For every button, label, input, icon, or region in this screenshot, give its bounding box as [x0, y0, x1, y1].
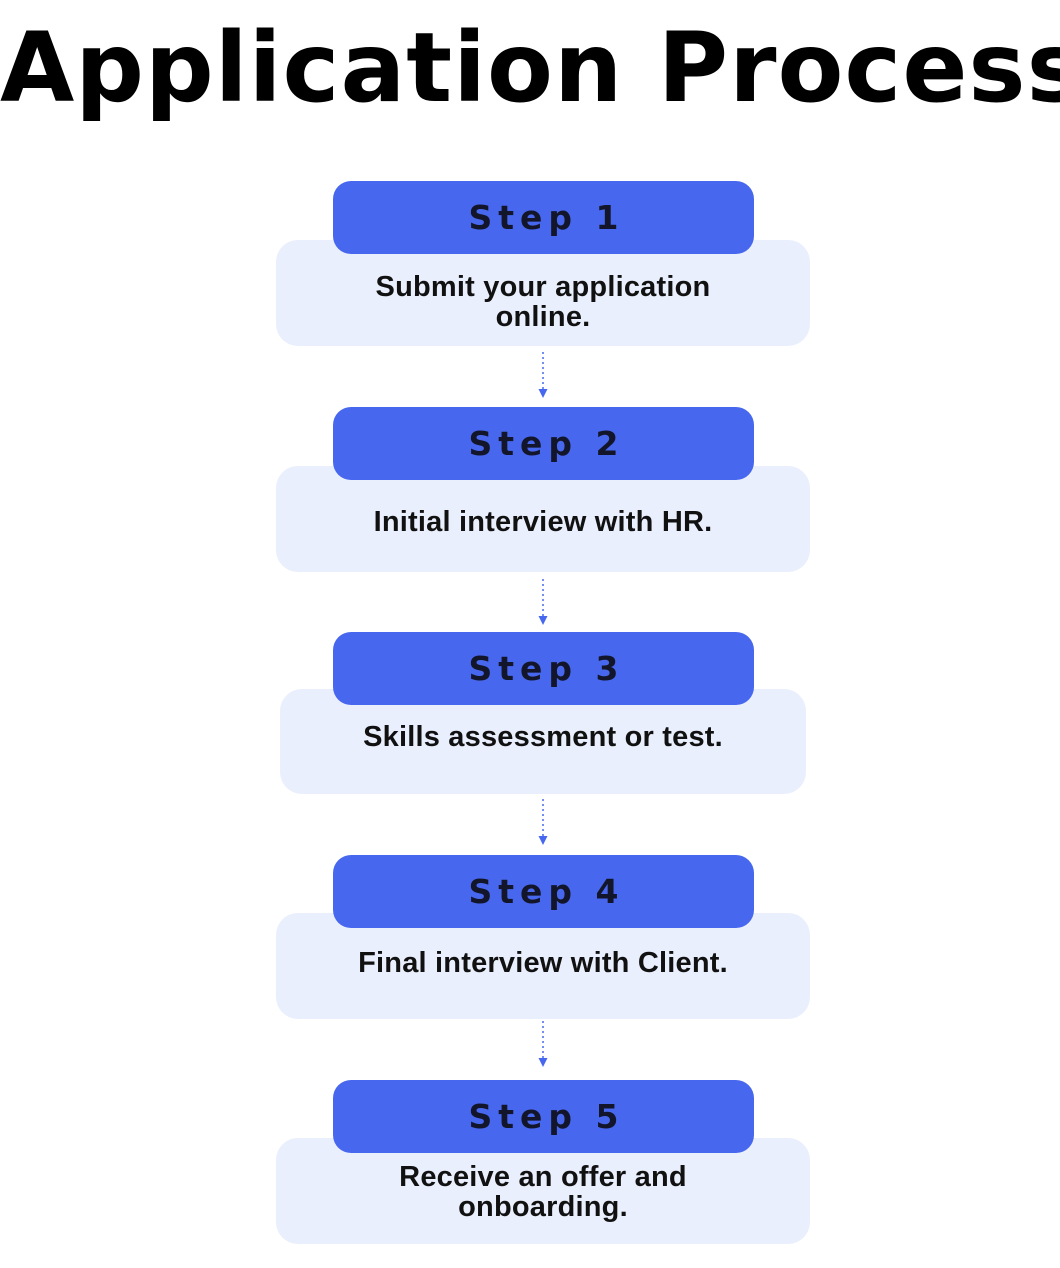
- step-4-description: Final interview with Client.: [358, 947, 728, 979]
- step-1-pill: Step 1: [333, 181, 754, 254]
- step-2-pill: Step 2: [333, 407, 754, 480]
- connector-arrow-1: [538, 352, 548, 398]
- step-1-label: Step 1: [468, 198, 625, 237]
- step-5-label: Step 5: [468, 1097, 625, 1136]
- step-5-pill: Step 5: [333, 1080, 754, 1153]
- step-4-box: Final interview with Client.: [276, 913, 810, 1019]
- step-2-description: Initial interview with HR.: [373, 506, 713, 538]
- step-2-label: Step 2: [468, 424, 625, 463]
- step-5-box: Receive an offer and onboarding.: [276, 1138, 810, 1244]
- connector-arrow-2: [538, 579, 548, 625]
- step-3-box: Skills assessment or test.: [280, 689, 806, 794]
- step-2-box: Initial interview with HR.: [276, 466, 810, 572]
- connector-arrow-4: [538, 1021, 548, 1067]
- step-1-description: Submit your application online.: [375, 271, 711, 333]
- step-3-label: Step 3: [468, 649, 625, 688]
- connector-arrow-3: [538, 799, 548, 845]
- step-4-pill: Step 4: [333, 855, 754, 928]
- step-4-label: Step 4: [468, 872, 625, 911]
- step-3-description: Skills assessment or test.: [363, 720, 723, 753]
- page-title: Application Process: [0, 12, 1060, 124]
- step-1-box: Submit your application online.: [276, 240, 810, 346]
- step-3-pill: Step 3: [333, 632, 754, 705]
- step-5-description: Receive an offer and onboarding.: [399, 1161, 687, 1223]
